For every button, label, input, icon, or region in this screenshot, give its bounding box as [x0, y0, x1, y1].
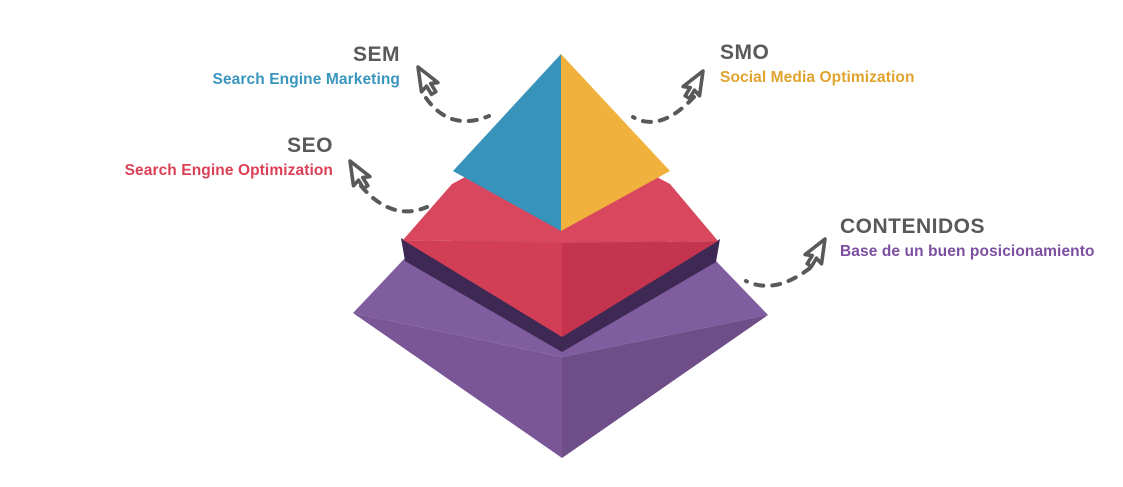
seo-label: SEO Search Engine Optimization: [124, 134, 333, 179]
seo-subtitle: Search Engine Optimization: [124, 162, 333, 179]
sem-subtitle: Search Engine Marketing: [212, 71, 400, 88]
top-tier: [453, 54, 670, 231]
base-tier-right-face: [562, 315, 768, 458]
smo-mouse-pointer-icon: [681, 69, 705, 101]
sem-mouse-pointer-icon: [416, 65, 440, 97]
contenidos-subtitle: Base de un buen posicionamiento: [840, 243, 1095, 260]
cursor-icons: [348, 65, 827, 269]
seo-title: SEO: [287, 134, 333, 157]
top-right-face: [561, 54, 670, 231]
sem-title: SEM: [352, 43, 400, 66]
smo-connector-dashed-arc: [631, 95, 696, 124]
connectors: [359, 95, 812, 288]
top-left-face: [453, 54, 561, 231]
smo-label: SMO Social Media Optimization: [720, 41, 915, 86]
contenidos-title: CONTENIDOS: [840, 215, 986, 238]
middle-tier-left-face: [403, 240, 562, 337]
sem-connector-dashed-arc: [424, 96, 491, 124]
smo-title: SMO: [720, 41, 770, 64]
middle-tier-right-face: [562, 241, 718, 337]
base-tier-shadow-band: [401, 238, 720, 352]
smo-subtitle: Social Media Optimization: [720, 69, 915, 86]
seo-connector-dashed-arc: [359, 184, 429, 214]
contenidos-label: CONTENIDOS Base de un buen posicionamien…: [840, 215, 1095, 260]
contenidos-connector-dashed-arc: [744, 266, 812, 288]
base-tier-left-face: [353, 313, 562, 458]
sem-label: SEM Search Engine Marketing: [212, 43, 401, 88]
seo-mouse-pointer-icon: [348, 159, 372, 191]
contenidos-mouse-pointer-icon: [803, 237, 827, 269]
